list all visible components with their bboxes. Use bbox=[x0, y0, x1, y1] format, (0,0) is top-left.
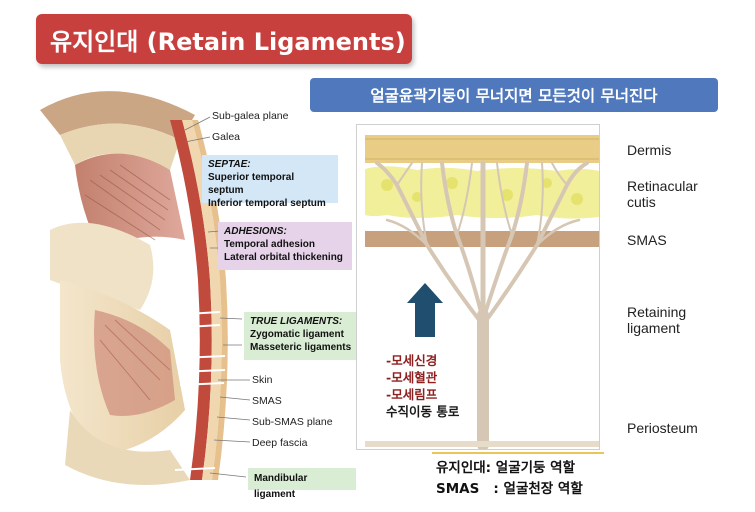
title-banner: 유지인대 (Retain Ligaments) bbox=[36, 14, 412, 64]
label-periosteum: Periosteum bbox=[627, 420, 698, 436]
label-retaining-line1: Retaining bbox=[627, 304, 687, 320]
label-deep-fascia: Deep fascia bbox=[252, 437, 308, 449]
septae-item: Inferior temporal septum bbox=[208, 198, 326, 209]
adhesions-heading: ADHESIONS: bbox=[224, 226, 287, 237]
label-smas: SMAS bbox=[252, 395, 282, 407]
label-retaining-ligament: Retaining ligament bbox=[627, 304, 686, 336]
list-item: -모세혈관 bbox=[386, 370, 438, 385]
label-galea: Galea bbox=[212, 131, 241, 143]
mandibular-ligament-label: Mandibular ligament bbox=[254, 473, 308, 500]
label-sub-smas-plane: Sub-SMAS plane bbox=[252, 416, 333, 428]
mandibular-ligament-box: Mandibular ligament bbox=[248, 468, 356, 500]
summary-block: 유지인대: 얼굴기둥 역할 SMAS : 얼굴천장 역할 bbox=[436, 458, 583, 500]
true-ligaments-heading: TRUE LIGAMENTS: bbox=[250, 316, 343, 327]
true-ligaments-item: Masseteric ligaments bbox=[250, 342, 352, 353]
label-retinacular-line1: Retinacular bbox=[627, 178, 698, 194]
label-smas-layer: SMAS bbox=[627, 232, 667, 248]
list-item: -모세림프 bbox=[386, 387, 438, 402]
label-retinacular-cutis: Retinacular cutis bbox=[627, 178, 698, 210]
adhesions-item: Lateral orbital thickening bbox=[224, 252, 343, 263]
label-sub-galea-plane: Sub-galea plane bbox=[212, 110, 289, 122]
adhesions-box: ADHESIONS: Temporal adhesion Lateral orb… bbox=[218, 222, 352, 270]
septae-item: Superior temporal septum bbox=[208, 172, 295, 196]
subtitle-banner: 얼굴윤곽기둥이 무너지면 모든것이 무너진다 bbox=[310, 78, 718, 112]
page-title: 유지인대 (Retain Ligaments) bbox=[50, 27, 406, 56]
true-ligaments-item: Zygomatic ligament bbox=[250, 329, 344, 340]
summary-line-smas: SMAS : 얼굴천장 역할 bbox=[436, 481, 583, 497]
label-dermis: Dermis bbox=[627, 142, 672, 158]
label-retaining-line2: ligament bbox=[627, 320, 680, 336]
true-ligaments-box: TRUE LIGAMENTS: Zygomatic ligament Masse… bbox=[244, 312, 360, 360]
vertical-passage-list: -모세신경 -모세혈관 -모세림프 수직이동 통로 bbox=[386, 352, 459, 420]
septae-box: SEPTAE: Superior temporal septum Inferio… bbox=[202, 155, 338, 209]
summary-line-retaining: 유지인대: 얼굴기둥 역할 bbox=[436, 460, 575, 476]
ligament-tree-illustration bbox=[365, 135, 599, 449]
summary-divider bbox=[432, 452, 604, 454]
adhesions-item: Temporal adhesion bbox=[224, 239, 315, 250]
label-skin: Skin bbox=[252, 374, 273, 386]
subtitle-text: 얼굴윤곽기둥이 무너지면 모든것이 무너진다 bbox=[370, 87, 658, 105]
face-anatomy-illustration bbox=[40, 91, 251, 485]
list-item: 수직이동 통로 bbox=[386, 404, 460, 419]
label-retinacular-line2: cutis bbox=[627, 194, 656, 210]
septae-heading: SEPTAE: bbox=[208, 159, 251, 170]
list-item: -모세신경 bbox=[386, 353, 438, 368]
vertical-passage-arrow-icon bbox=[407, 283, 443, 337]
